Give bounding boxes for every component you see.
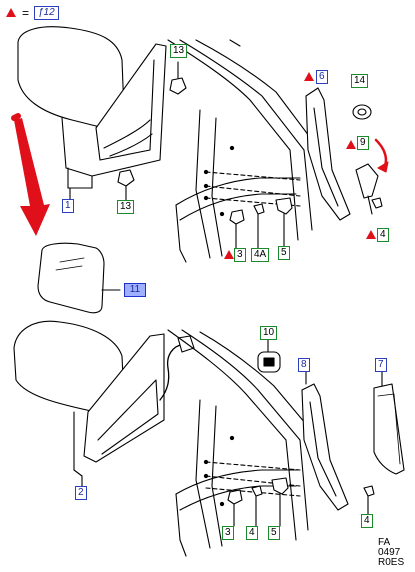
drawing-code: FA 0497 R0ES <box>378 538 404 568</box>
callout-1: 1 <box>62 199 74 213</box>
drawing-code-line-2: 0497 <box>378 547 401 558</box>
callout-4-bottom-right: 4 <box>361 514 373 528</box>
callout-11: 11 <box>124 283 146 297</box>
grommet-14 <box>352 104 372 120</box>
trim-cover-6 <box>305 87 351 221</box>
marker-triangle-icon <box>6 8 16 17</box>
door-frame-bottom <box>167 329 297 541</box>
base-cable-top <box>103 119 151 149</box>
marker-triangle-icon <box>366 230 376 239</box>
screw-4a-top <box>253 203 265 215</box>
drawing-code-line-3: R0ES <box>378 557 405 568</box>
clip-5-top <box>275 197 293 215</box>
harness-cable <box>159 343 185 401</box>
marker-triangle-icon <box>346 140 356 149</box>
screw-4-bottom-right <box>363 485 375 497</box>
clip-3-bottom <box>227 489 243 505</box>
callout-9: 9 <box>357 136 369 150</box>
callout-6: 6 <box>316 70 328 84</box>
callout-4-top-right: 4 <box>377 228 389 242</box>
clip-3-top <box>229 209 245 225</box>
legend-reference: ƒ12 <box>34 6 59 20</box>
door-inner-line <box>195 109 211 259</box>
callout-5-bottom: 5 <box>268 526 280 540</box>
screw-4-bottom <box>251 485 263 497</box>
knob-9 <box>355 163 379 199</box>
callout-3-top: 3 <box>234 248 246 262</box>
trim-cover-8 <box>301 383 349 511</box>
marker-triangle-icon <box>304 72 314 81</box>
mirror-base-bottom <box>83 333 165 463</box>
mirror-base-top <box>61 43 167 177</box>
callout-4-bottom: 4 <box>246 526 258 540</box>
marker-triangle-icon <box>224 250 234 259</box>
callout-3-bottom: 3 <box>222 526 234 540</box>
callout-4a: 4A <box>251 248 270 262</box>
big-red-arrow <box>14 118 50 236</box>
callout-8: 8 <box>298 358 310 372</box>
clip-13-lower <box>117 169 135 187</box>
mirror-glass-11 <box>37 242 105 314</box>
mirror-base-inner <box>95 59 155 161</box>
legend-equals: = <box>22 6 30 20</box>
callout-13-lower: 13 <box>117 200 135 214</box>
door-panel-edge-bottom <box>175 469 299 495</box>
clip-13-upper <box>169 77 187 95</box>
callout-2: 2 <box>75 486 87 500</box>
screw-4-top-right <box>371 197 383 209</box>
callout-14: 14 <box>351 74 369 88</box>
callout-13-upper: 13 <box>170 44 188 58</box>
callout-10: 10 <box>260 326 278 340</box>
callout-7: 7 <box>375 358 387 372</box>
door-panel-edge-top <box>175 177 301 206</box>
cover-plate-7 <box>373 383 405 475</box>
callout-5-top: 5 <box>278 246 290 260</box>
clip-5-bottom <box>271 477 289 495</box>
drawing-code-line-1: FA <box>378 537 391 548</box>
